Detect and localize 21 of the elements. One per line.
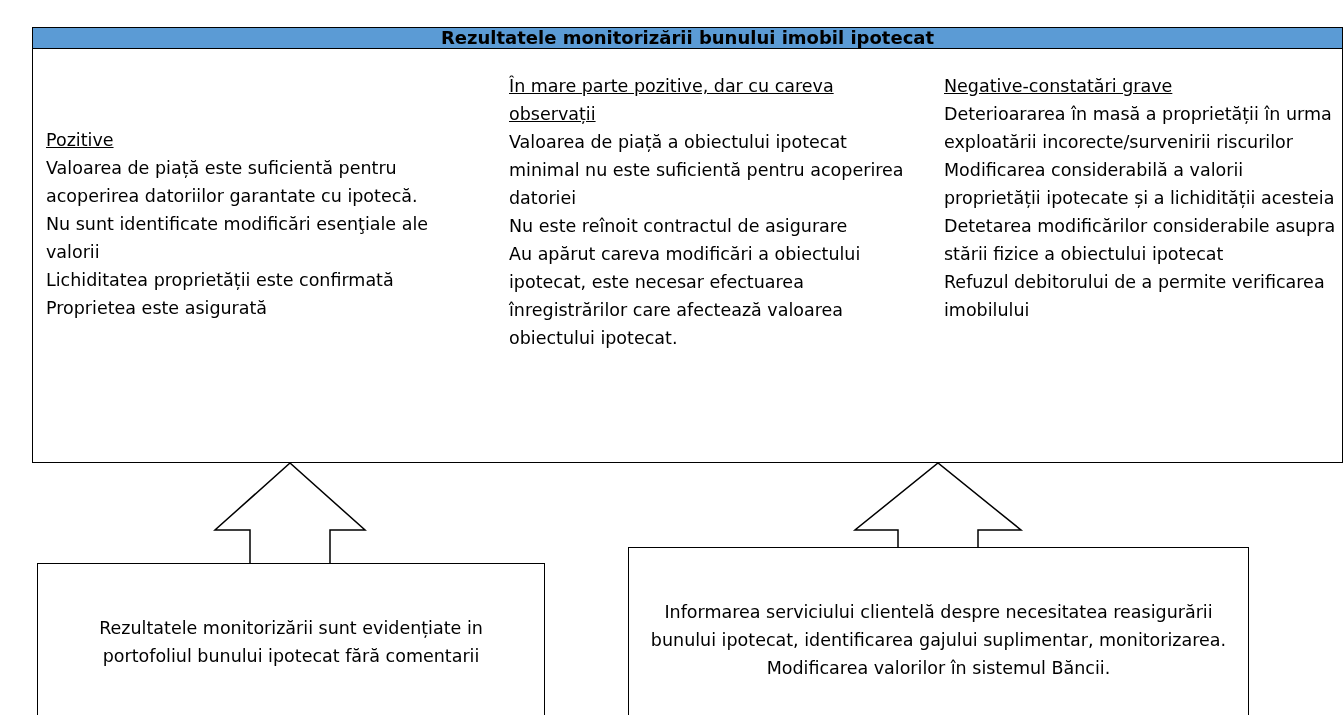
- column-heading: Negative-constatări grave: [944, 75, 1174, 98]
- criterion-text: Modificarea considerabilă a valorii proprietății ipotecate și a lichidității acesteia: [944, 159, 1336, 210]
- results-table: [32, 27, 1343, 463]
- criterion-text: Deterioararea în masă a proprietății în urma exploatării incorecte/survenirii riscurilor: [944, 103, 1333, 154]
- criterion-text: Proprietea este asigurată: [46, 297, 269, 320]
- action-text: Rezultatele monitorizării sunt evidențiate in portofoliul bunului ipotecat fără comentarii: [98, 617, 484, 668]
- action-text: Informarea serviciului clientelă despre necesitatea reasigurării bunului ipotecat, identificarea gajului suplimentar, monitorizarea. Modificarea valorilor în sistemul Băncii.: [649, 601, 1228, 680]
- block-arrow: [852, 462, 1024, 548]
- criterion-text: Detetarea modificărilor considerabile asupra stării fizice a obiectului ipotecat: [944, 215, 1337, 266]
- criterion-text: Valoarea de piață a obiectului ipotecat minimal nu este suficientă pentru acoperirea datoriei: [509, 131, 904, 210]
- criterion-text: Refuzul debitorului de a permite verificarea imobilului: [944, 271, 1326, 322]
- action-box: [37, 563, 545, 715]
- column-heading: Pozitive: [46, 129, 115, 152]
- criterion-text: Au apărut careva modificări a obiectului ipotecat, este necesar efectuarea înregistrărilor care afectează valoarea obiectului ipotecat.: [509, 243, 862, 350]
- column-heading: În mare parte pozitive, dar cu careva observații: [509, 74, 835, 126]
- table-header: Rezultatele monitorizării bunului imobil ipotecat: [33, 28, 1342, 49]
- criterion-text: Nu este reînoit contractul de asigurare: [509, 215, 849, 238]
- criterion-text: Lichiditatea proprietății este confirmată: [46, 269, 395, 292]
- action-box: [628, 547, 1249, 715]
- criterion-text: Valoarea de piață este suficientă pentru acoperirea datoriilor garantate cu ipotecă. Nu sunt identificate modificări esenţiale ale valorii: [46, 157, 430, 264]
- block-arrow: [213, 462, 367, 564]
